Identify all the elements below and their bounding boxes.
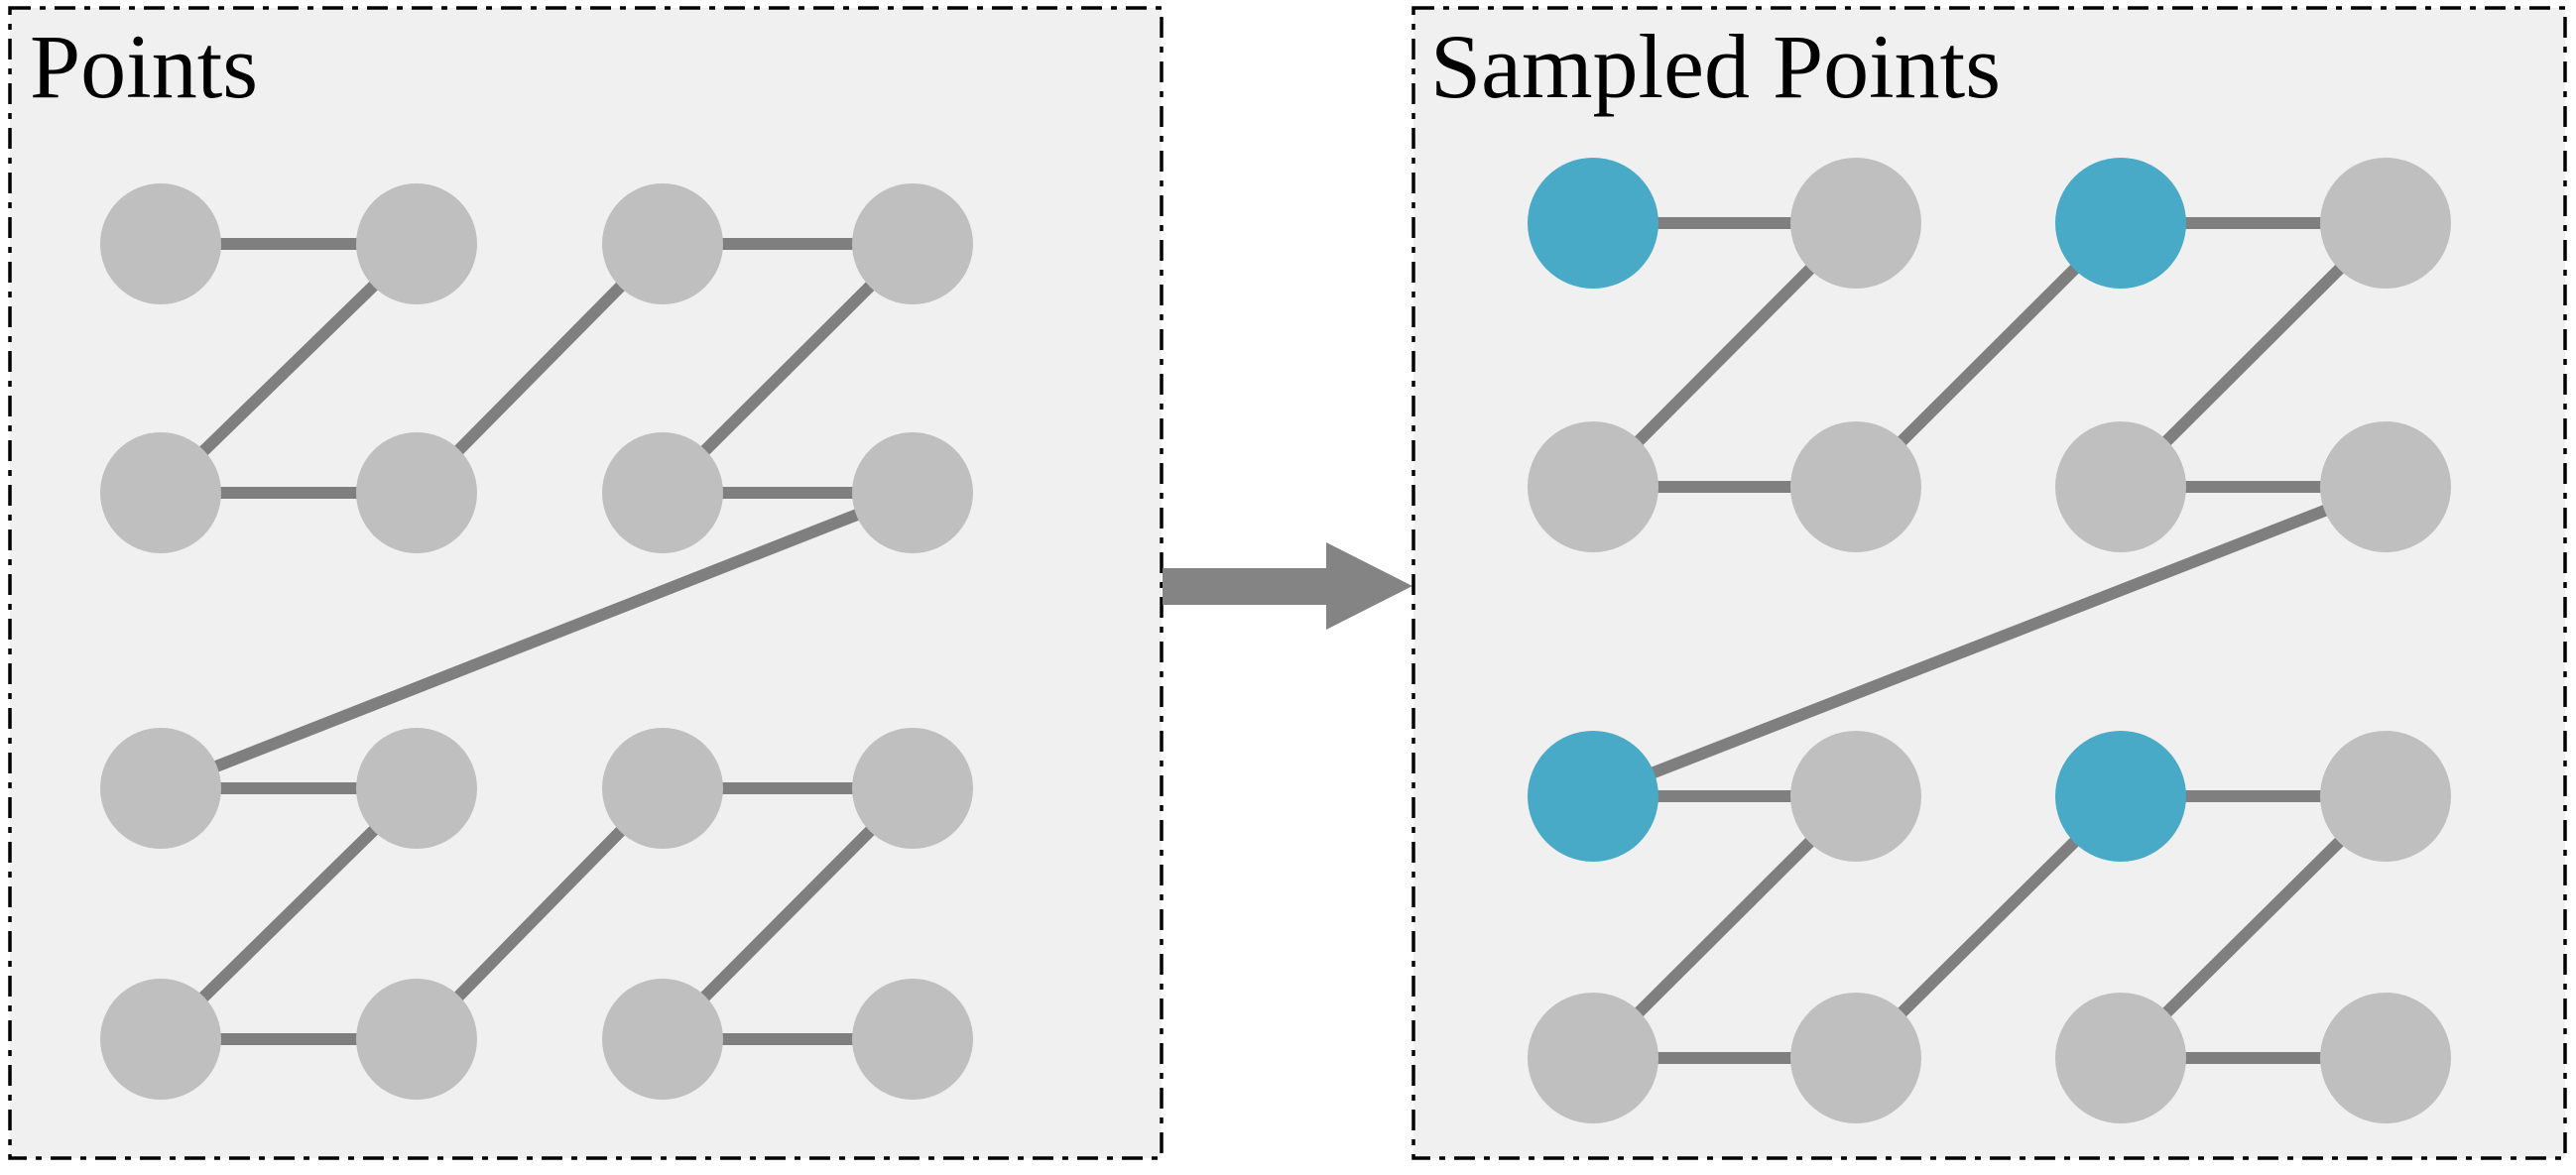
edge-node7-node8 (1590, 481, 2389, 802)
node-r1c2 (1790, 158, 1921, 289)
node-r1c4 (852, 183, 973, 304)
node-r1c2 (356, 183, 477, 304)
node-r2c1 (1528, 421, 1658, 552)
node-r1c4 (2320, 158, 2451, 289)
node-r2c4 (2320, 421, 2451, 552)
sampled-points-graph (1528, 158, 2451, 1123)
panel-sampled-points: Sampled Points (1411, 6, 2567, 1160)
node-r4c2 (1790, 993, 1921, 1123)
node-r4c1 (1528, 993, 1658, 1123)
node-r4c3 (2055, 993, 2186, 1123)
panel-sampled-points-title: Sampled Points (1430, 16, 2001, 117)
node-r2c2 (356, 432, 477, 553)
panel-points-title: Points (30, 16, 258, 117)
node-r3c2 (356, 728, 477, 849)
node-r4c1 (100, 979, 221, 1100)
node-r1c1-sampled (1528, 158, 1658, 289)
node-r2c2 (1790, 421, 1921, 552)
node-r1c3 (602, 183, 723, 304)
node-r2c4 (852, 432, 973, 553)
node-r2c3 (602, 432, 723, 553)
node-r3c1 (100, 728, 221, 849)
node-r4c4 (852, 979, 973, 1100)
node-r4c4 (2320, 993, 2451, 1123)
node-r3c1-sampled (1528, 731, 1658, 862)
node-r1c3-sampled (2055, 158, 2186, 289)
node-r4c2 (356, 979, 477, 1100)
node-r3c2 (1790, 731, 1921, 862)
node-r4c3 (602, 979, 723, 1100)
panel-points: Points (8, 6, 1164, 1160)
node-r3c3 (602, 728, 723, 849)
node-r2c3 (2055, 421, 2186, 552)
edge-node7-node8 (158, 487, 916, 794)
node-r2c1 (100, 432, 221, 553)
node-r1c1 (100, 183, 221, 304)
node-r3c4 (852, 728, 973, 849)
right-arrow-icon (1163, 542, 1412, 630)
node-r3c3-sampled (2055, 731, 2186, 862)
points-graph (100, 183, 973, 1100)
node-r3c4 (2320, 731, 2451, 862)
